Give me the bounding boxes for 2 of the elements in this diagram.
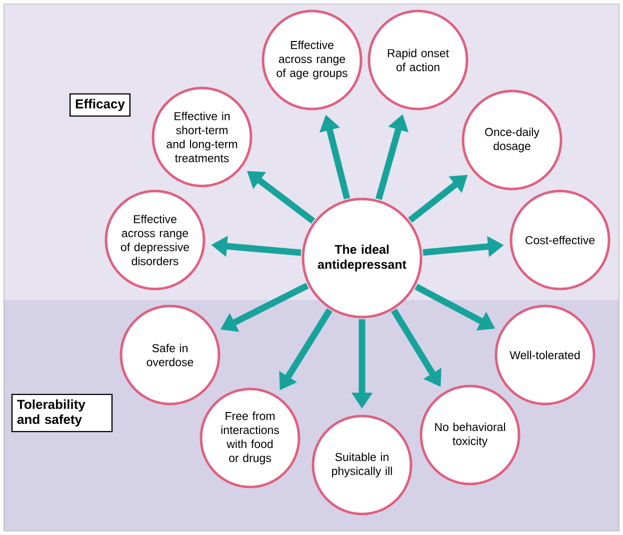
section-label: Efficacy: [69, 93, 131, 117]
section-label: Tolerability and safety: [11, 394, 113, 432]
